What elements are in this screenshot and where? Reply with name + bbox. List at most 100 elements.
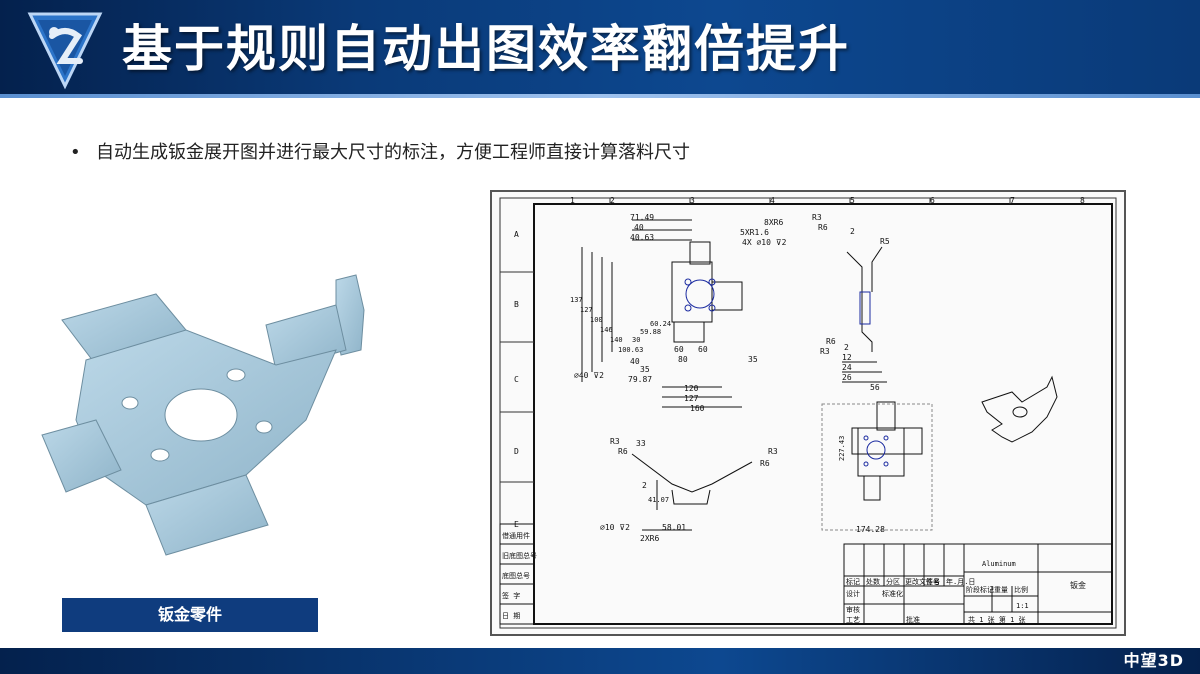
zone-col-7: 7 bbox=[1010, 196, 1015, 205]
zone-row-d: D bbox=[514, 447, 519, 456]
dim-160: 160 bbox=[690, 404, 705, 413]
weight-label: 重量 bbox=[994, 586, 1008, 594]
dim-bot-r6: R6 bbox=[618, 447, 628, 456]
zone-col-6: 6 bbox=[930, 196, 935, 205]
dim-bot-r3: R3 bbox=[610, 437, 620, 446]
dim-side-r6: R6 bbox=[818, 223, 828, 232]
zone-col-5: 5 bbox=[850, 196, 855, 205]
dim-120: 120 bbox=[684, 384, 699, 393]
dim-bot-r6-b: R6 bbox=[760, 459, 770, 468]
zw-cube-logo-icon bbox=[27, 12, 103, 90]
sheet-metal-part-image bbox=[41, 274, 365, 556]
brand-logo-text: 中望3D bbox=[1123, 651, 1184, 670]
dim-side-r5: R5 bbox=[880, 237, 890, 246]
dim-12: 12 bbox=[842, 353, 852, 362]
rev-label-5: 签名 bbox=[926, 577, 940, 586]
zone-col-3: 3 bbox=[690, 196, 695, 205]
rev-label-6: 年.月.日 bbox=[946, 577, 975, 586]
dim-5xr1-6: 5XR1.6 bbox=[740, 228, 769, 237]
stage-label: 阶段标记 bbox=[966, 585, 994, 594]
dim-127-b: 127 bbox=[684, 394, 699, 403]
part-caption-label: 钣金零件 bbox=[62, 598, 318, 632]
role-label-2: 标准化 bbox=[882, 589, 903, 598]
dim-60-24: 60.24 bbox=[650, 320, 671, 328]
zone-row-c: C bbox=[514, 375, 519, 384]
dim-100: 100 bbox=[590, 316, 603, 324]
rev-label-4: 更改文件号 bbox=[905, 577, 940, 586]
dim-41-07: 41.07 bbox=[648, 496, 669, 504]
zone-col-8: 8 bbox=[1080, 196, 1085, 205]
rev-label-3: 分区 bbox=[886, 577, 900, 586]
bullet-text: 自动生成钣金展开图并进行最大尺寸的标注，方便工程师直接计算落料尺寸 bbox=[96, 142, 690, 163]
material-text: Aluminum bbox=[982, 560, 1016, 568]
left-label-4: 签 字 bbox=[502, 591, 520, 600]
dim-bot-hole: ⌀10 ⊽2 bbox=[600, 523, 630, 532]
title-block bbox=[843, 543, 1113, 625]
dim-26: 26 bbox=[842, 373, 852, 382]
dim-8xr6: 8XR6 bbox=[764, 218, 783, 227]
dim-35: 35 bbox=[640, 365, 650, 374]
role-label-1: 设计 bbox=[846, 589, 860, 598]
dim-4x-hole: 4X ⌀10 ⊽2 bbox=[742, 238, 787, 247]
dim-40-b: 40 bbox=[630, 357, 640, 366]
footer-band: 中望3D bbox=[0, 648, 1200, 674]
dim-71-49: 71.49 bbox=[630, 213, 654, 222]
dim-35-b: 35 bbox=[748, 355, 758, 364]
zone-col-4: 4 bbox=[770, 196, 775, 205]
front-view bbox=[581, 219, 743, 408]
dim-side-r3: R3 bbox=[812, 213, 822, 222]
zone-col-2: 2 bbox=[610, 196, 615, 205]
rev-label-2: 处数 bbox=[866, 577, 880, 586]
scale-value: 1:1 bbox=[1016, 602, 1029, 610]
dim-127: 127 bbox=[580, 306, 593, 314]
left-label-5: 日 期 bbox=[502, 612, 520, 620]
dim-100-63: 100.63 bbox=[618, 346, 643, 354]
dim-137: 137 bbox=[570, 296, 583, 304]
header-band: 基于规则自动出图效率翻倍提升 bbox=[0, 0, 1200, 98]
sheet-text: 共 1 张 第 1 张 bbox=[968, 615, 1026, 624]
dim-side-2-b: 2 bbox=[844, 343, 849, 352]
dim-227-43: 227.43 bbox=[838, 436, 846, 461]
bullet-item: • 自动生成钣金展开图并进行最大尺寸的标注，方便工程师直接计算落料尺寸 bbox=[70, 138, 690, 164]
drawing-canvas: 1 2 3 4 5 6 7 8 A B C D E 71.49 40 bbox=[499, 196, 1117, 629]
dim-174-28: 174.28 bbox=[856, 525, 885, 534]
left-record-columns bbox=[499, 523, 535, 625]
engineering-drawing: 1 2 3 4 5 6 7 8 A B C D E 71.49 40 bbox=[490, 190, 1126, 636]
dim-side-r3-b: R3 bbox=[820, 347, 830, 356]
dim-60-a: 60 bbox=[674, 345, 684, 354]
dim-79-87: 79.87 bbox=[628, 375, 652, 384]
dim-146: 146 bbox=[600, 326, 613, 334]
dim-hole-40: ⌀40 ⊽2 bbox=[574, 371, 604, 380]
rev-label-1: 标记 bbox=[846, 577, 860, 586]
dim-side-r6-b: R6 bbox=[826, 337, 836, 346]
scale-label: 比例 bbox=[1014, 585, 1028, 594]
dim-side-2: 2 bbox=[850, 227, 855, 236]
left-label-2: 旧底图总号 bbox=[502, 551, 537, 560]
zone-col-1: 1 bbox=[570, 196, 575, 205]
dim-56: 56 bbox=[870, 383, 880, 392]
dim-24: 24 bbox=[842, 363, 852, 372]
left-label-1: 借通用件 bbox=[502, 531, 530, 540]
dim-60-b: 60 bbox=[698, 345, 708, 354]
role-label-4: 工艺 bbox=[846, 616, 860, 624]
dim-2xr6: 2XR6 bbox=[640, 534, 659, 543]
part-name-text: 钣金 bbox=[1070, 580, 1086, 590]
dim-bot-r3-b: R3 bbox=[768, 447, 778, 456]
bullet-marker: • bbox=[70, 142, 81, 163]
zone-row-b: B bbox=[514, 300, 519, 309]
dim-30: 30 bbox=[632, 336, 640, 344]
role-label-5: 批准 bbox=[906, 615, 920, 624]
dim-58-01: 58.01 bbox=[662, 523, 686, 532]
left-label-3: 底图总号 bbox=[502, 571, 530, 580]
bottom-view bbox=[631, 453, 753, 531]
isometric-view bbox=[981, 375, 1058, 443]
dim-bot-2: 2 bbox=[642, 481, 647, 490]
dim-40-63: 40.63 bbox=[630, 233, 654, 242]
dim-59-88: 59.88 bbox=[640, 328, 661, 336]
page-title: 基于规则自动出图效率翻倍提升 bbox=[122, 20, 850, 78]
dim-33: 33 bbox=[636, 439, 646, 448]
dim-40: 40 bbox=[634, 223, 644, 232]
side-view bbox=[842, 246, 887, 383]
flat-pattern-view bbox=[821, 401, 933, 531]
zone-row-a: A bbox=[514, 230, 519, 239]
